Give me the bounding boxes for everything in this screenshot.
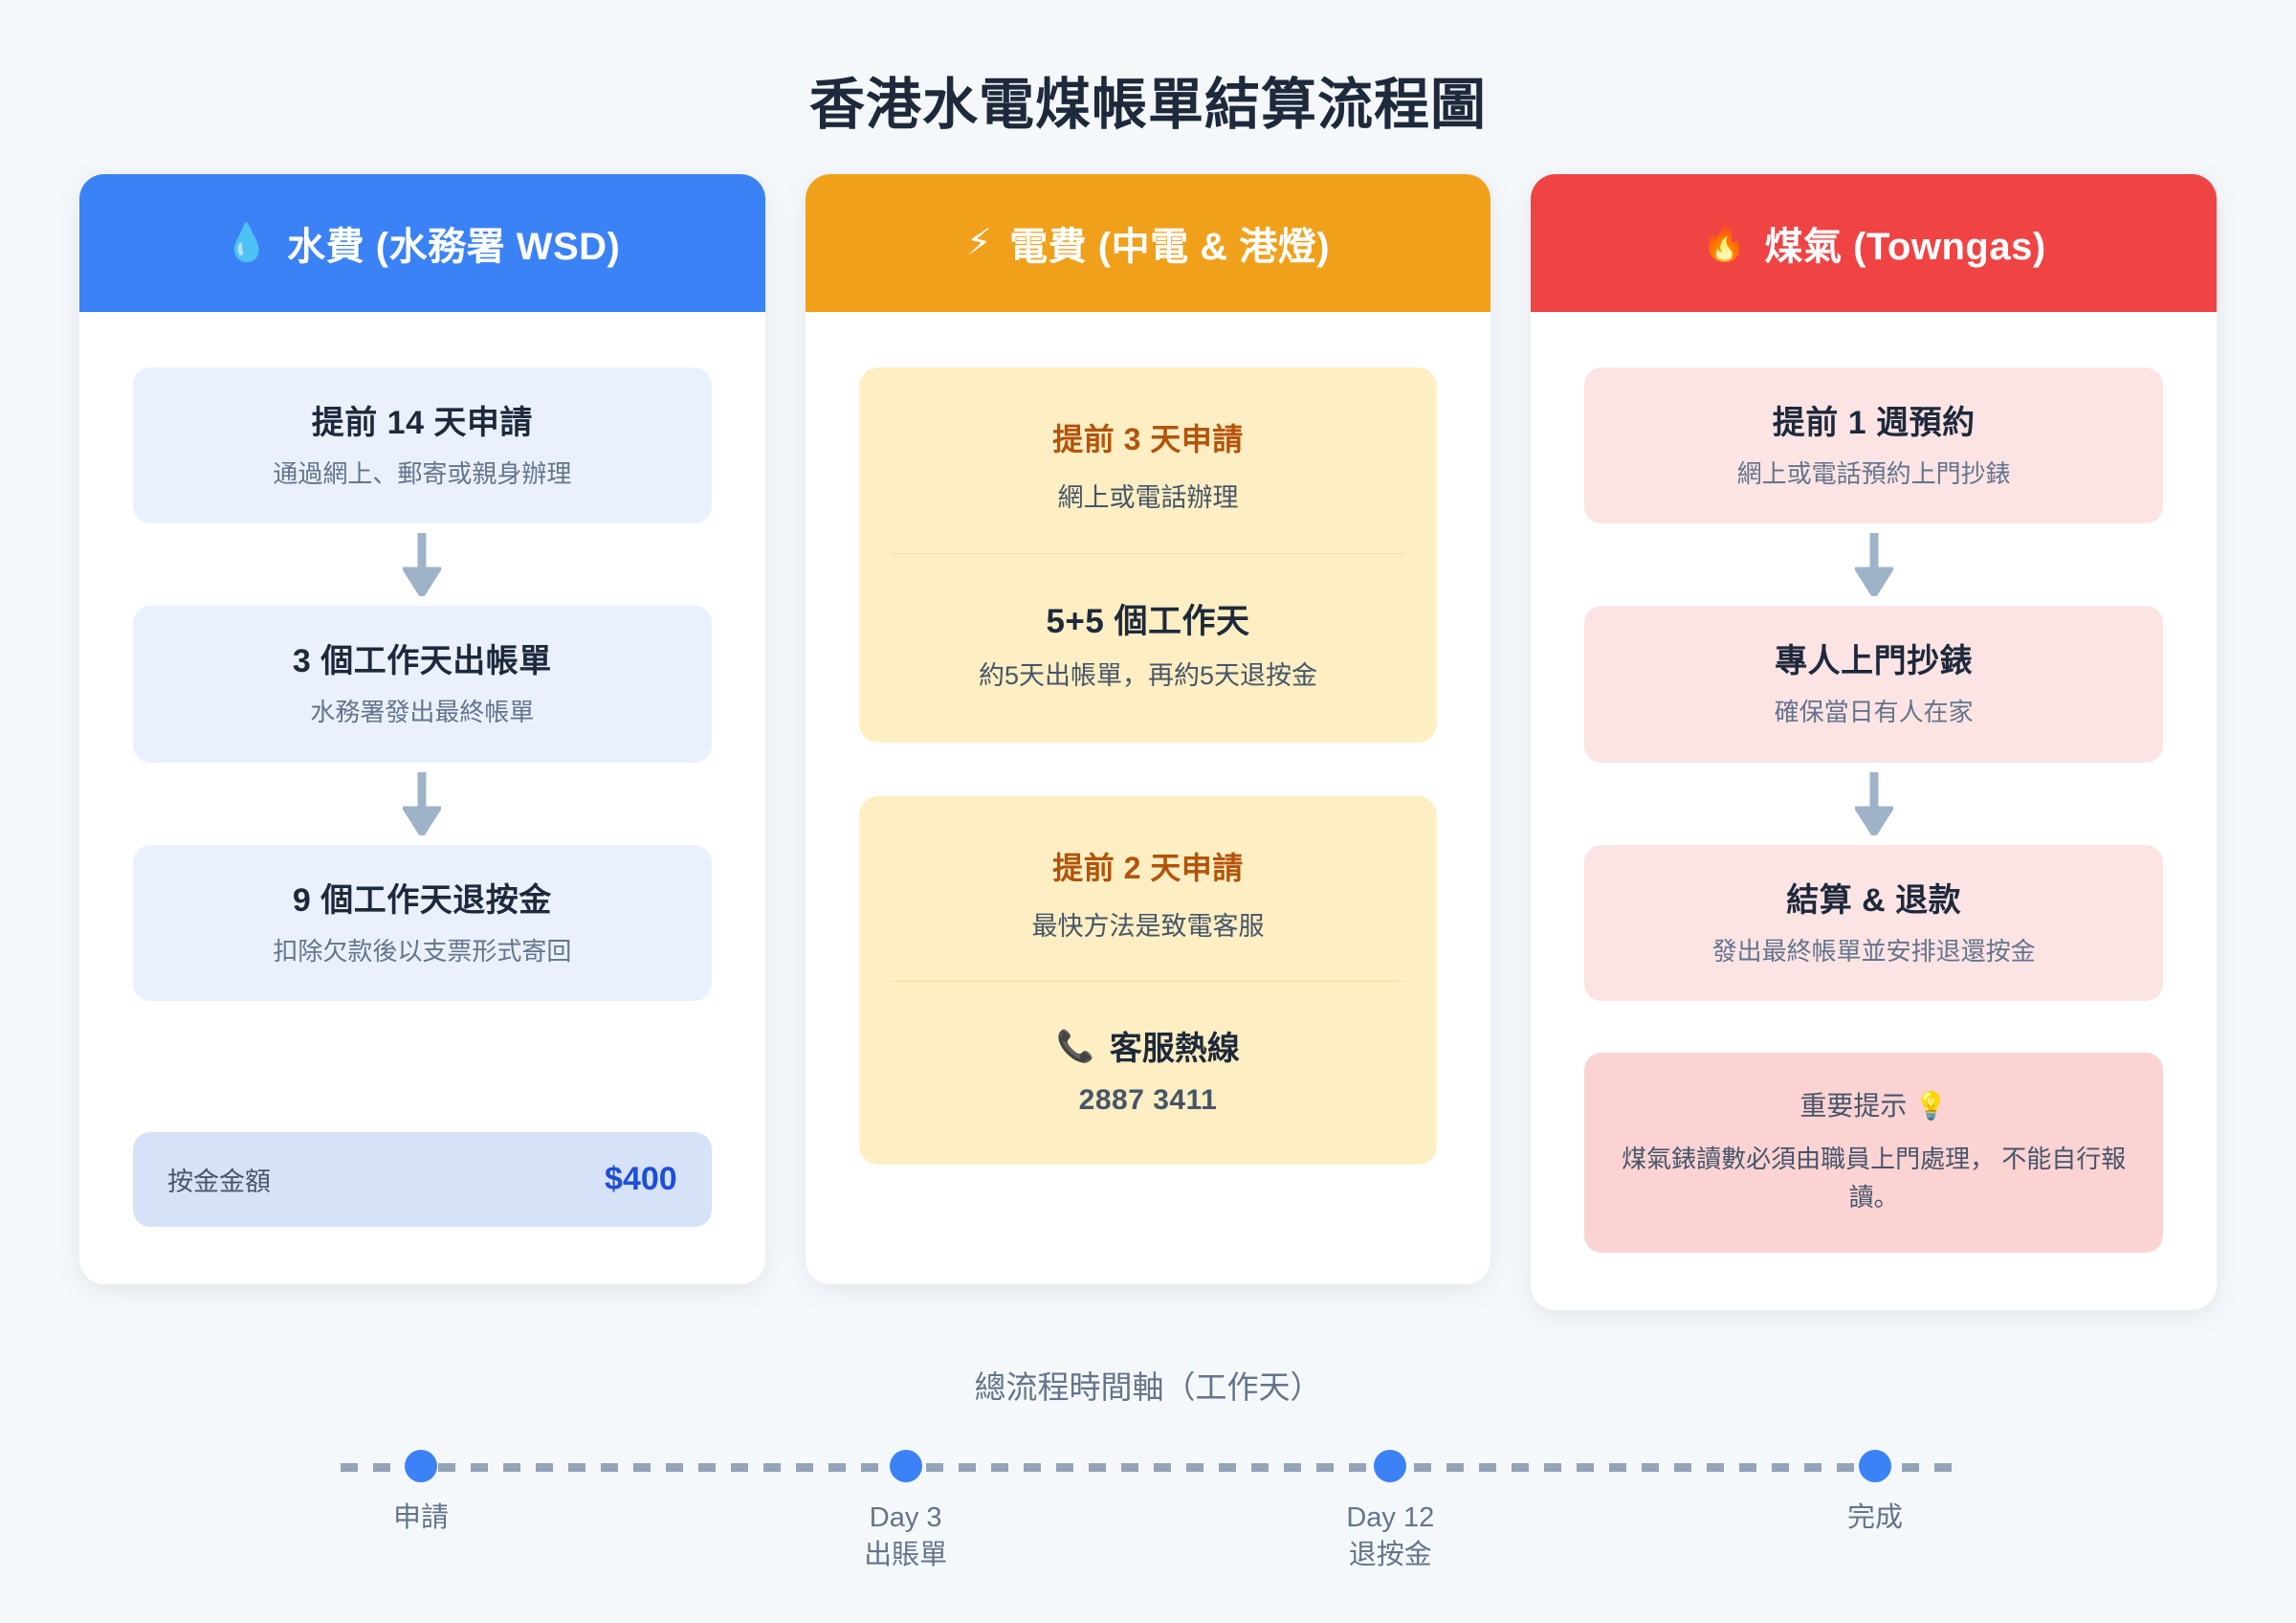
timeline-dot-icon: [1374, 1450, 1407, 1483]
electric-panel-one: 提前 3 天申請 網上或電話辦理 5+5 個工作天 約5天出帳單，再約5天退按金: [858, 367, 1438, 743]
gas-step-3-desc: 發出最終帳單並安排退還按金: [1711, 936, 2036, 966]
gas-step-2-title: 專人上門抄錶: [1775, 643, 1974, 680]
card-header-gas: 🔥 煤氣 (Towngas): [1531, 174, 2218, 312]
electric-panel-two-sub: 最快方法是致電客服: [1031, 911, 1265, 941]
gas-step-3: 結算 & 退款 發出最終帳單並安排退還按金: [1584, 844, 2164, 1002]
electric-panel-one-sub: 網上或電話辦理: [1057, 483, 1239, 512]
water-drop-icon: 💧: [224, 223, 271, 263]
timeline-dot-icon: [889, 1450, 922, 1483]
columns-container: 💧 水費 (水務署 WSD) 提前 14 天申請 通過網上、郵寄或親身辦理 3 …: [77, 174, 2219, 1311]
timeline-dot-icon: [1858, 1450, 1891, 1483]
deposit-value: $400: [605, 1161, 677, 1197]
water-step-3-desc: 扣除欠款後以支票形式寄回: [273, 936, 572, 966]
gas-step-3-title: 結算 & 退款: [1786, 881, 1962, 919]
lightning-bolt-icon: ⚡: [965, 223, 993, 263]
timeline-point-1-label: 申請: [392, 1502, 449, 1534]
electric-panel-one-title: 5+5 個工作天: [1046, 602, 1250, 640]
card-header-gas-label: 煤氣 (Towngas): [1764, 226, 2046, 268]
card-header-electric: ⚡ 電費 (中電 & 港燈): [805, 174, 1491, 312]
card-header-electric-label: 電費 (中電 & 港燈): [1009, 226, 1331, 268]
water-step-3: 9 個工作天退按金 扣除欠款後以支票形式寄回: [133, 844, 712, 1002]
arrow-down-icon: [1584, 763, 2163, 845]
card-water: 💧 水費 (水務署 WSD) 提前 14 天申請 通過網上、郵寄或親身辦理 3 …: [79, 174, 765, 1284]
telephone-receiver-icon: 📞: [1056, 1028, 1094, 1063]
timeline-point-4-label: 完成: [1846, 1502, 1903, 1534]
water-step-2-title: 3 個工作天出帳單: [292, 643, 552, 680]
gas-note-body: 煤氣錶讀數必須由職員上門處理， 不能自行報讀。: [1622, 1145, 2127, 1212]
card-gas: 🔥 煤氣 (Towngas) 提前 1 週預約 網上或電話預約上門抄錶 專人上門…: [1531, 174, 2218, 1311]
timeline-point-3-label: Day 12 退按金: [1346, 1502, 1435, 1571]
timeline-points: 申請 Day 3 出賬單 Day 12 退按金 完成: [325, 1450, 1971, 1574]
card-electric: ⚡ 電費 (中電 & 港燈) 提前 3 天申請 網上或電話辦理 5+5 個工作天…: [805, 174, 1491, 1284]
gas-step-2: 專人上門抄錶 確保當日有人在家: [1584, 606, 2164, 763]
gas-step-2-desc: 確保當日有人在家: [1774, 698, 1974, 727]
timeline-title: 總流程時間軸（工作天）: [974, 1369, 1322, 1406]
water-step-1-desc: 通過網上、郵寄或親身辦理: [273, 459, 572, 488]
timeline-point-2-label: Day 3 出賬單: [864, 1502, 948, 1571]
electric-panel-one-highlight: 提前 3 天申請: [1052, 422, 1244, 456]
spacer: [1584, 1001, 2163, 1045]
electric-panel-two: 提前 2 天申請 最快方法是致電客服 📞 客服熱線 2887 3411: [858, 795, 1438, 1166]
card-body-gas: 提前 1 週預約 網上或電話預約上門抄錶 專人上門抄錶 確保當日有人在家 結算 …: [1531, 312, 2217, 1310]
divider: [891, 552, 1405, 554]
arrow-down-icon: [133, 523, 712, 606]
gas-note-title: 重要提示 💡: [1799, 1091, 1948, 1122]
electric-panel-one-bottom: 5+5 個工作天 約5天出帳單，再約5天退按金: [888, 589, 1409, 697]
timeline-point-2[interactable]: Day 3 出賬單: [810, 1450, 1002, 1574]
hotline-row: 📞 客服熱線: [888, 1022, 1409, 1069]
timeline-point-1[interactable]: 申請: [325, 1450, 517, 1574]
spacer: [133, 1001, 712, 1124]
electric-panel-one-desc: 約5天出帳單，再約5天退按金: [978, 660, 1318, 690]
card-header-water-label: 水費 (水務署 WSD): [287, 226, 621, 268]
water-step-2: 3 個工作天出帳單 水務署發出最終帳單: [133, 606, 712, 763]
gas-step-1-desc: 網上或電話預約上門抄錶: [1736, 459, 2011, 488]
electric-hotline-block: 📞 客服熱線 2887 3411: [888, 1016, 1409, 1119]
water-step-1-title: 提前 14 天申請: [311, 405, 533, 441]
page-title: 香港水電煤帳單結算流程圖: [808, 74, 1487, 136]
water-step-1: 提前 14 天申請 通過網上、郵寄或親身辦理: [133, 367, 712, 524]
electric-panel-two-top: 提前 2 天申請 最快方法是致電客服: [888, 838, 1409, 947]
arrow-down-icon: [1584, 523, 2163, 606]
timeline-section: 總流程時間軸（工作天） 申請 Day 3 出賬單 Day 12 退按金: [77, 1362, 2219, 1570]
card-body-electric: 提前 3 天申請 網上或電話辦理 5+5 個工作天 約5天出帳單，再約5天退按金…: [806, 312, 1491, 1284]
water-step-3-title: 9 個工作天退按金: [292, 881, 552, 919]
hotline-label: 客服熱線: [1109, 1031, 1240, 1068]
spacer: [859, 1165, 1438, 1227]
gas-step-1: 提前 1 週預約 網上或電話預約上門抄錶: [1584, 367, 2164, 524]
fire-icon: 🔥: [1701, 223, 1748, 263]
gas-important-note: 重要提示 💡 煤氣錶讀數必須由職員上門處理， 不能自行報讀。: [1584, 1053, 2164, 1254]
divider: [891, 981, 1405, 983]
card-header-water: 💧 水費 (水務署 WSD): [79, 174, 765, 312]
timeline-track: 申請 Day 3 出賬單 Day 12 退按金 完成: [325, 1450, 1971, 1570]
card-body-water: 提前 14 天申請 通過網上、郵寄或親身辦理 3 個工作天出帳單 水務署發出最終…: [79, 312, 765, 1284]
water-step-2-desc: 水務署發出最終帳單: [310, 698, 535, 727]
electric-panel-two-highlight: 提前 2 天申請: [1052, 850, 1244, 885]
timeline-point-3[interactable]: Day 12 退按金: [1294, 1450, 1486, 1574]
arrow-down-icon: [133, 763, 712, 845]
deposit-amount-box: 按金金額 $400: [133, 1132, 712, 1227]
gas-step-1-title: 提前 1 週預約: [1772, 405, 1976, 441]
deposit-label: 按金金額: [167, 1167, 271, 1196]
spacer: [859, 743, 1438, 796]
timeline-dashed-line: [341, 1463, 1955, 1473]
timeline-point-4[interactable]: 完成: [1779, 1450, 1971, 1574]
hotline-number[interactable]: 2887 3411: [1078, 1084, 1218, 1117]
timeline-dot-icon: [405, 1450, 437, 1483]
electric-panel-one-top: 提前 3 天申請 網上或電話辦理: [888, 410, 1409, 519]
